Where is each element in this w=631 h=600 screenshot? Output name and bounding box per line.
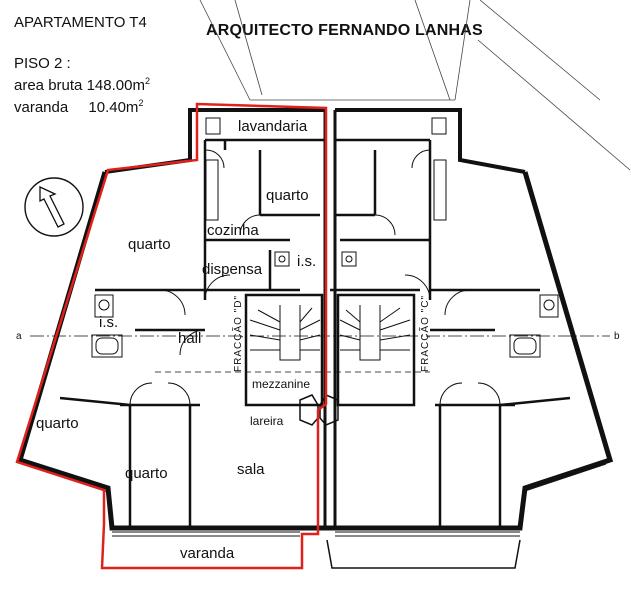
fraction-d-label: FRACÇÃO "D": [231, 295, 244, 372]
fraction-c-label: FRACÇÃO "C": [418, 295, 431, 372]
architect-name: ARQUITECTO FERNANDO LANHAS: [206, 22, 483, 39]
section-mark-right: b: [614, 331, 620, 342]
room-quarto-top: quarto: [266, 187, 309, 204]
stairs: [244, 293, 416, 407]
room-quarto-nw: quarto: [128, 236, 171, 253]
section-mark-left: a: [16, 331, 22, 342]
room-is-center: i.s.: [297, 253, 316, 270]
unit-d-highlight: [15, 102, 328, 570]
room-is-left: i.s.: [99, 314, 118, 331]
fixtures: [91, 117, 559, 358]
gross-area-label: area bruta: [14, 77, 83, 94]
north-arrow-icon: [24, 177, 84, 237]
balcony-value: 10.40m: [88, 99, 139, 116]
room-quarto-sw: quarto: [36, 415, 79, 432]
balcony-unit: 2: [138, 98, 144, 108]
gross-area-value: 148.00m: [86, 77, 145, 94]
room-varanda: varanda: [180, 545, 235, 562]
room-hall: hall: [178, 330, 201, 347]
room-lavandaria: lavandaria: [238, 118, 308, 135]
balcony-label: varanda: [14, 99, 69, 116]
balcony-area: varanda 10.40m2: [14, 98, 143, 116]
gross-area-unit: 2: [144, 76, 150, 86]
room-quarto-s: quarto: [125, 465, 168, 482]
site-lines: [199, 0, 631, 171]
gross-area: area bruta 148.00m2: [14, 76, 150, 94]
balcony-right: [326, 539, 521, 569]
room-dispensa: dispensa: [202, 261, 263, 278]
apartment-title: APARTAMENTO T4: [14, 14, 147, 31]
room-sala: sala: [237, 461, 265, 478]
room-lareira: lareira: [250, 414, 284, 428]
room-mezzanine: mezzanine: [252, 377, 310, 391]
room-cozinha: cozinha: [207, 222, 259, 239]
floor-label: PISO 2 :: [14, 55, 71, 72]
doors: [129, 149, 501, 406]
